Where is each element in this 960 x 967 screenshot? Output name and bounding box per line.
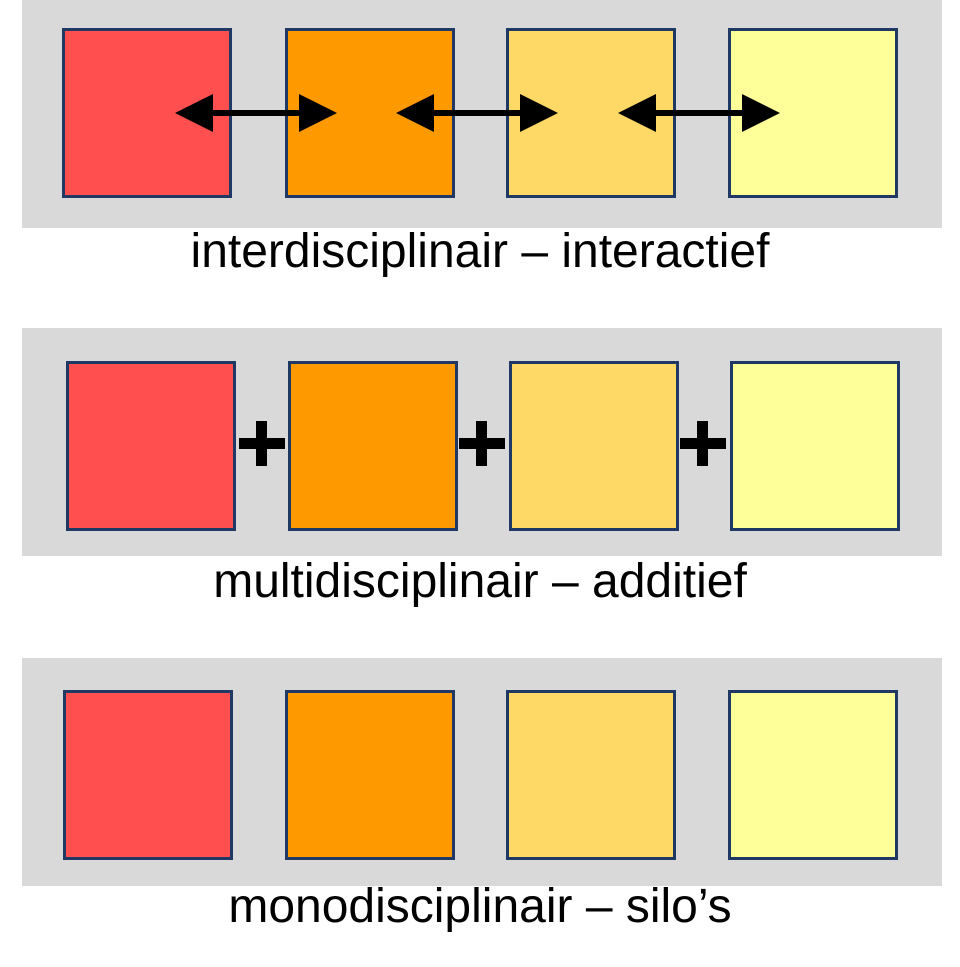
discipline-box-1 bbox=[66, 361, 236, 531]
label-monodisciplinary: monodisciplinair – silo’s bbox=[228, 880, 732, 933]
label-interdisciplinary: interdisciplinair – interactief bbox=[190, 225, 770, 278]
label-multidisciplinary: multidisciplinair – additief bbox=[213, 555, 747, 608]
plus-icon bbox=[680, 421, 726, 466]
plus-icon bbox=[239, 421, 285, 466]
discipline-box-1 bbox=[63, 690, 233, 860]
plus-layer bbox=[239, 421, 726, 466]
discipline-box-4 bbox=[728, 690, 898, 860]
double-arrow-icon bbox=[396, 94, 558, 132]
discipline-box-4 bbox=[730, 361, 900, 531]
discipline-box-3 bbox=[509, 361, 679, 531]
arrows-layer bbox=[175, 94, 780, 132]
discipline-box-2 bbox=[285, 690, 455, 860]
double-arrow-icon bbox=[618, 94, 780, 132]
double-arrow-icon bbox=[175, 94, 337, 132]
discipline-box-2 bbox=[288, 361, 458, 531]
discipline-box-3 bbox=[506, 690, 676, 860]
plus-icon bbox=[459, 421, 505, 466]
